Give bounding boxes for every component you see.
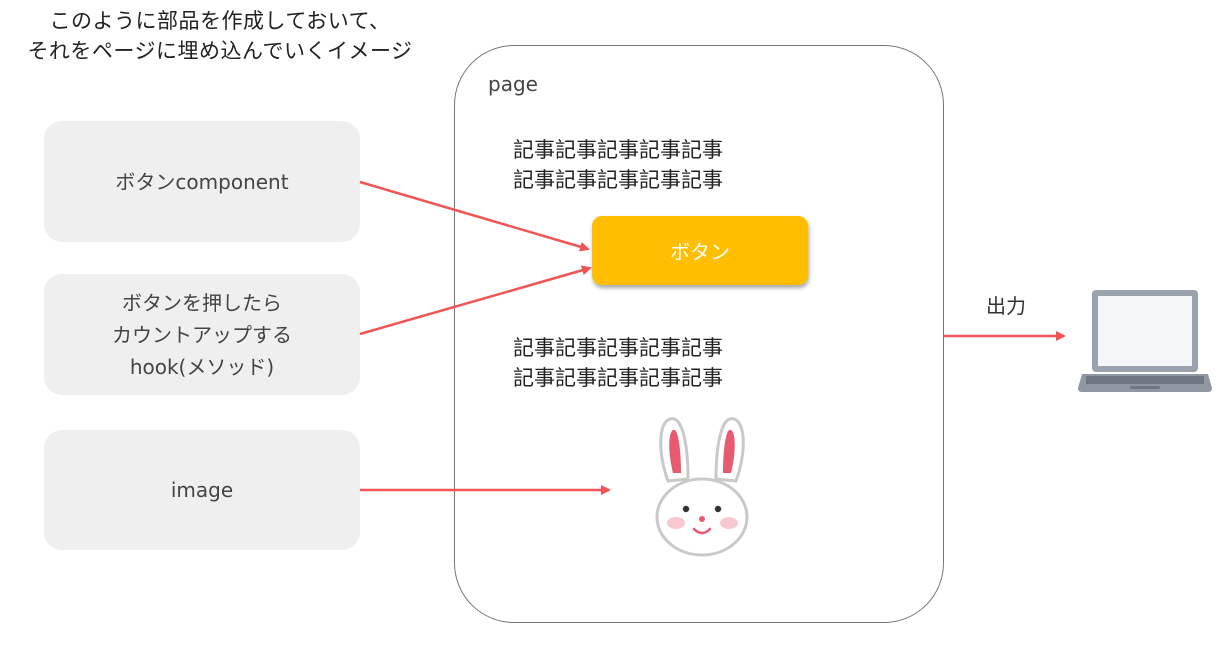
article-text-top: 記事記事記事記事記事 記事記事記事記事記事 (513, 135, 723, 195)
button-component-label: ボタンcomponent (115, 169, 289, 194)
article-top-line-2: 記事記事記事記事記事 (513, 168, 723, 192)
page-label: page (488, 72, 538, 96)
article-bottom-line-1: 記事記事記事記事記事 (513, 336, 723, 360)
rabbit-illustration-icon (655, 417, 749, 557)
page-button-label: ボタン (670, 240, 730, 264)
caption-line-2: それをページに埋め込んでいくイメージ (27, 39, 413, 63)
hook-label-line-2: カウントアップする (112, 322, 292, 347)
page-button[interactable]: ボタン (592, 216, 808, 285)
hook-component-box: ボタンを押したら カウントアップする hook(メソッド) (44, 274, 360, 395)
button-component-box: ボタンcomponent (44, 121, 360, 242)
image-component-label: image (170, 478, 234, 502)
diagram-caption: このように部品を作成しておいて、 それをページに埋め込んでいくイメージ (0, 6, 440, 66)
article-text-bottom: 記事記事記事記事記事 記事記事記事記事記事 (513, 333, 723, 393)
laptop-icon (1078, 290, 1212, 392)
article-bottom-line-2: 記事記事記事記事記事 (513, 366, 723, 390)
hook-label-line-1: ボタンを押したら (122, 290, 282, 315)
caption-line-1: このように部品を作成しておいて、 (49, 9, 391, 33)
output-label: 出力 (986, 294, 1026, 318)
image-component-box: image (44, 430, 360, 550)
hook-label-line-3: hook(メソッド) (129, 354, 275, 379)
article-top-line-1: 記事記事記事記事記事 (513, 138, 723, 162)
